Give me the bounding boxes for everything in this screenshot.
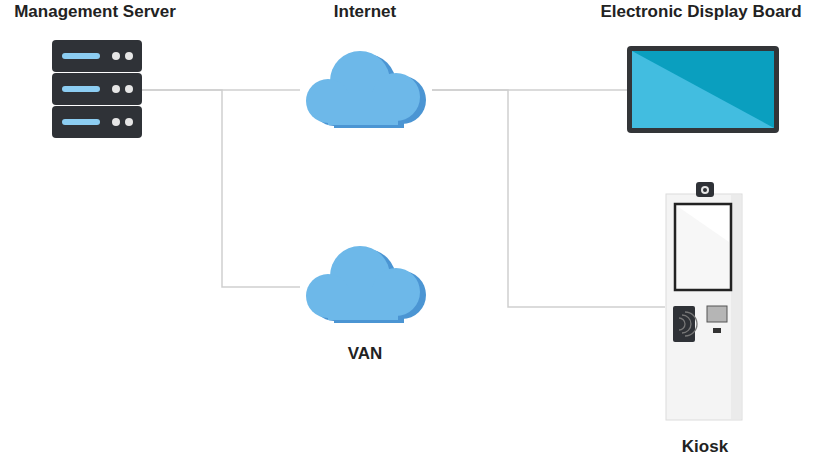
icon-part bbox=[696, 182, 714, 197]
device-node: Management Server bbox=[0, 0, 190, 142]
device-node: VAN bbox=[290, 238, 440, 368]
node-label: Management Server bbox=[0, 2, 190, 22]
icon-part bbox=[328, 93, 398, 125]
node-label: Kiosk bbox=[645, 437, 765, 457]
icon-part bbox=[62, 119, 100, 125]
icon-part bbox=[673, 306, 695, 342]
icon-part bbox=[52, 106, 142, 138]
icon-part bbox=[632, 51, 774, 128]
icon-part bbox=[52, 40, 142, 72]
icon-part bbox=[125, 52, 133, 60]
icon-part bbox=[632, 51, 774, 128]
icon-part bbox=[112, 118, 120, 126]
node-label: Internet bbox=[290, 2, 440, 22]
device-node: Internet bbox=[290, 0, 440, 132]
icon-part bbox=[306, 246, 420, 320]
device-node: Kiosk bbox=[645, 180, 765, 462]
icon-part bbox=[328, 288, 398, 320]
icon-part bbox=[707, 306, 727, 322]
icon-part bbox=[62, 86, 100, 92]
node-label: VAN bbox=[290, 344, 440, 364]
device-node: Electronic Display Board bbox=[585, 0, 817, 136]
icon-part bbox=[713, 328, 721, 333]
icon-part bbox=[125, 118, 133, 126]
icon-part bbox=[679, 312, 697, 336]
icon-part bbox=[703, 188, 707, 192]
icon-part bbox=[627, 46, 779, 133]
icon-part bbox=[675, 204, 731, 290]
kiosk-icon bbox=[665, 182, 745, 422]
node-label: Electronic Display Board bbox=[585, 2, 817, 22]
icon-part bbox=[112, 52, 120, 60]
cloud-shape bbox=[300, 45, 432, 131]
network-link bbox=[142, 90, 300, 287]
icon-part bbox=[731, 195, 741, 419]
server-icon bbox=[52, 40, 142, 140]
icon-part bbox=[666, 194, 742, 420]
icon-part bbox=[677, 206, 729, 242]
cloud-shape bbox=[300, 240, 432, 326]
icon-part bbox=[112, 85, 120, 93]
icon-part bbox=[701, 186, 709, 194]
icon-part bbox=[125, 85, 133, 93]
icon-part bbox=[306, 51, 420, 125]
icon-part bbox=[52, 73, 142, 105]
display-icon bbox=[627, 46, 779, 133]
icon-part bbox=[62, 53, 100, 59]
